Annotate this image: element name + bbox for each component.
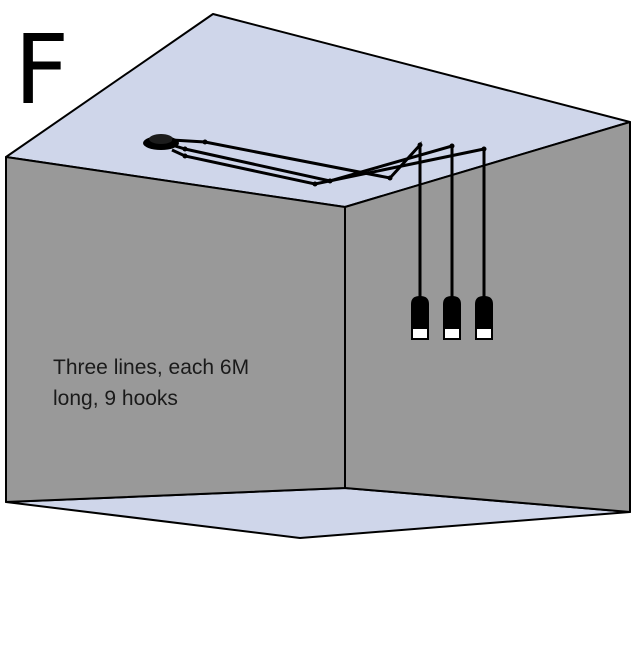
pendant-lamp-3 — [475, 296, 493, 340]
hook — [182, 146, 188, 152]
caption-line-2: long, 9 hooks — [53, 387, 178, 410]
pendant-lamp-1 — [411, 296, 429, 340]
hook — [387, 175, 393, 181]
variant-label: F — [14, 14, 70, 126]
lamp-lens — [413, 329, 427, 338]
hook — [312, 181, 318, 187]
hook-markers — [182, 139, 487, 187]
hook — [327, 178, 333, 184]
left-wall — [5, 156, 346, 503]
canopy-top — [149, 134, 173, 144]
hook — [417, 142, 423, 148]
lamp-lens — [445, 329, 459, 338]
lamp-lens — [477, 329, 491, 338]
caption-line-1: Three lines, each 6M — [53, 356, 250, 379]
caption-text: Three lines, each 6M long, 9 hooks — [53, 352, 249, 414]
hook — [449, 143, 455, 149]
hook — [202, 139, 208, 145]
pendant-lamp-2 — [443, 296, 461, 340]
hook — [481, 146, 487, 152]
hook — [182, 153, 188, 159]
